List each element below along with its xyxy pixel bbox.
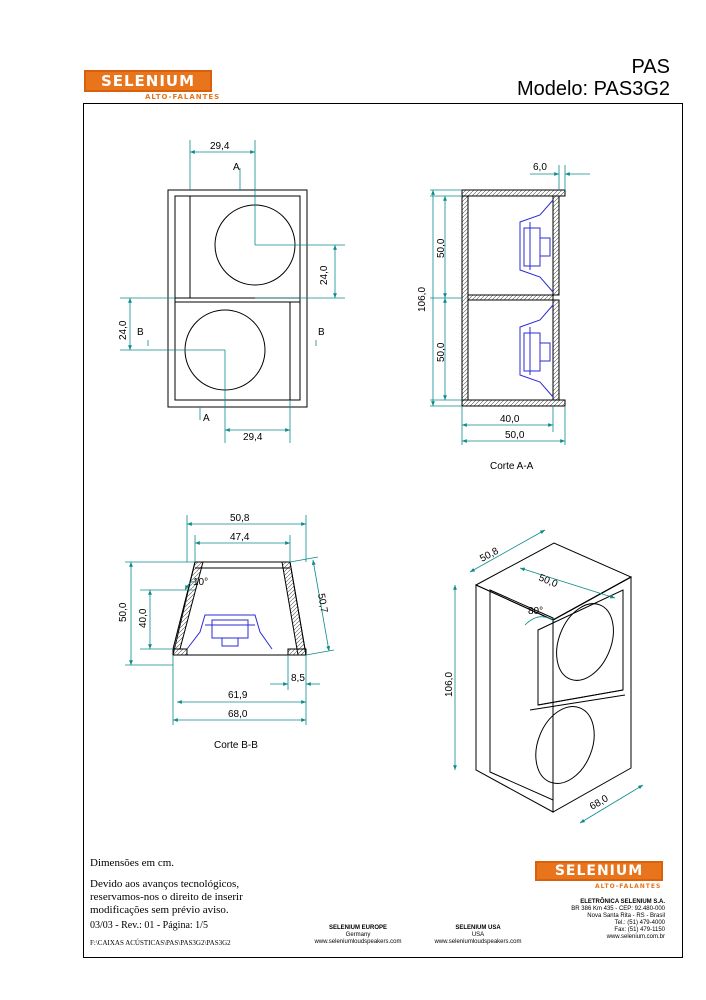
section-bb-view <box>172 561 307 656</box>
bb-dim-top-inner: 47,4 <box>230 532 250 543</box>
revision-info: 03/03 - Rev.: 01 - Página: 1/5 <box>90 920 208 931</box>
bb-dim-small: 8,5 <box>291 673 305 684</box>
front-view <box>167 189 308 408</box>
bb-dim-left-outer: 50,0 <box>118 602 129 622</box>
aa-dim-total: 106,0 <box>417 287 428 312</box>
iso-dimensions <box>453 529 644 824</box>
section-bb-dimensions <box>125 515 335 725</box>
aa-dim-inner-width: 40,0 <box>500 414 520 425</box>
speaker-lower-side <box>519 304 554 398</box>
bb-angle: 10° <box>193 577 208 588</box>
units-note: Dimensões em cm. <box>90 857 175 869</box>
bb-dim-bottom-outer: 68,0 <box>228 709 248 720</box>
disclaimer-line2: reservamos-nos o direito de inserir <box>90 891 243 903</box>
europe-name: SELENIUM EUROPE <box>328 925 387 931</box>
section-label-a-bottom: A <box>203 413 210 424</box>
aa-dim-upper: 50,0 <box>436 238 447 258</box>
page-title-line1: PAS <box>631 56 670 78</box>
brand-tagline: ALTO-FALANTES <box>145 93 221 101</box>
brand-logo: SELENIUM <box>84 70 212 92</box>
usa-web[interactable]: www.seleniumloudspeakers.com <box>434 939 522 945</box>
bb-dim-left-inner: 40,0 <box>138 608 149 628</box>
iso-dim-top-width: 50,0 <box>537 573 560 591</box>
section-aa-dimensions <box>430 165 590 445</box>
front-dim-top: 29,4 <box>210 141 230 152</box>
iso-dim-height: 106,0 <box>444 672 455 697</box>
footer-brand-logo: SELENIUM <box>535 861 663 881</box>
contact-usa: SELENIUM USA USA www.seleniumloudspeaker… <box>418 925 538 946</box>
bb-caption: Corte B-B <box>214 740 258 751</box>
front-view-dimensions <box>120 140 345 443</box>
company-name: ELETRÔNICA SELENIUM S.A. <box>580 899 665 905</box>
bb-dim-bottom-inner: 61,9 <box>228 690 248 701</box>
company-web[interactable]: www.selenium.com.br <box>606 934 665 940</box>
front-dim-right: 24,0 <box>319 265 330 285</box>
aa-caption: Corte A-A <box>490 461 534 472</box>
brand-logo-text: SELENIUM <box>100 72 196 90</box>
contact-company: ELETRÔNICA SELENIUM S.A. BR 386 Km 435 -… <box>540 899 665 941</box>
bb-dim-slant: 50,7 <box>315 593 329 615</box>
aa-dim-lower: 50,0 <box>436 342 447 362</box>
company-address2: Nova Santa Rita - RS - Brasil <box>587 913 665 919</box>
iso-dim-top-depth: 50,8 <box>478 546 501 565</box>
front-dim-left: 24,0 <box>118 320 129 340</box>
section-aa-view <box>461 189 566 407</box>
drawing-frame <box>83 103 683 958</box>
speaker-upper-side <box>519 199 554 293</box>
file-path: F:\CAIXAS ACÚSTICAS\PAS\PAS3G2\PAS3G2 <box>90 939 231 947</box>
section-label-b-left: B <box>137 327 144 338</box>
iso-woofer-upper <box>556 603 614 681</box>
section-label-a-top: A <box>233 162 240 173</box>
contact-europe: SELENIUM EUROPE Germany www.seleniumloud… <box>298 925 418 946</box>
aa-dim-width: 50,0 <box>505 430 525 441</box>
speaker-bb-side <box>186 614 273 650</box>
aa-dim-top: 6,0 <box>533 162 547 173</box>
iso-woofer-lower <box>535 706 595 784</box>
section-label-b-right: B <box>318 327 325 338</box>
disclaimer-line3: modificações sem prévio aviso. <box>90 904 229 916</box>
iso-angle: 80° <box>528 606 543 617</box>
disclaimer-line1: Devido aos avanços tecnológicos, <box>90 878 240 890</box>
usa-name: SELENIUM USA <box>455 925 501 931</box>
front-dim-bottom: 29,4 <box>243 432 263 443</box>
europe-country: Germany <box>345 932 371 938</box>
europe-web[interactable]: www.seleniumloudspeakers.com <box>314 939 402 945</box>
page-title-line2: Modelo: PAS3G2 <box>516 78 670 100</box>
company-fax: Fax: (51) 479-1150 <box>614 927 665 933</box>
footer-brand-logo-text: SELENIUM <box>554 863 644 879</box>
footer-brand-tagline: ALTO-FALANTES <box>595 883 662 890</box>
bb-dim-top-outer: 50,8 <box>230 513 250 524</box>
iso-dim-bottom: 68,0 <box>588 793 611 812</box>
company-address1: BR 386 Km 435 - CEP: 92.480-000 <box>571 906 665 912</box>
usa-country: USA <box>471 932 485 938</box>
company-tel: Tel.: (51) 479-4000 <box>614 920 665 926</box>
